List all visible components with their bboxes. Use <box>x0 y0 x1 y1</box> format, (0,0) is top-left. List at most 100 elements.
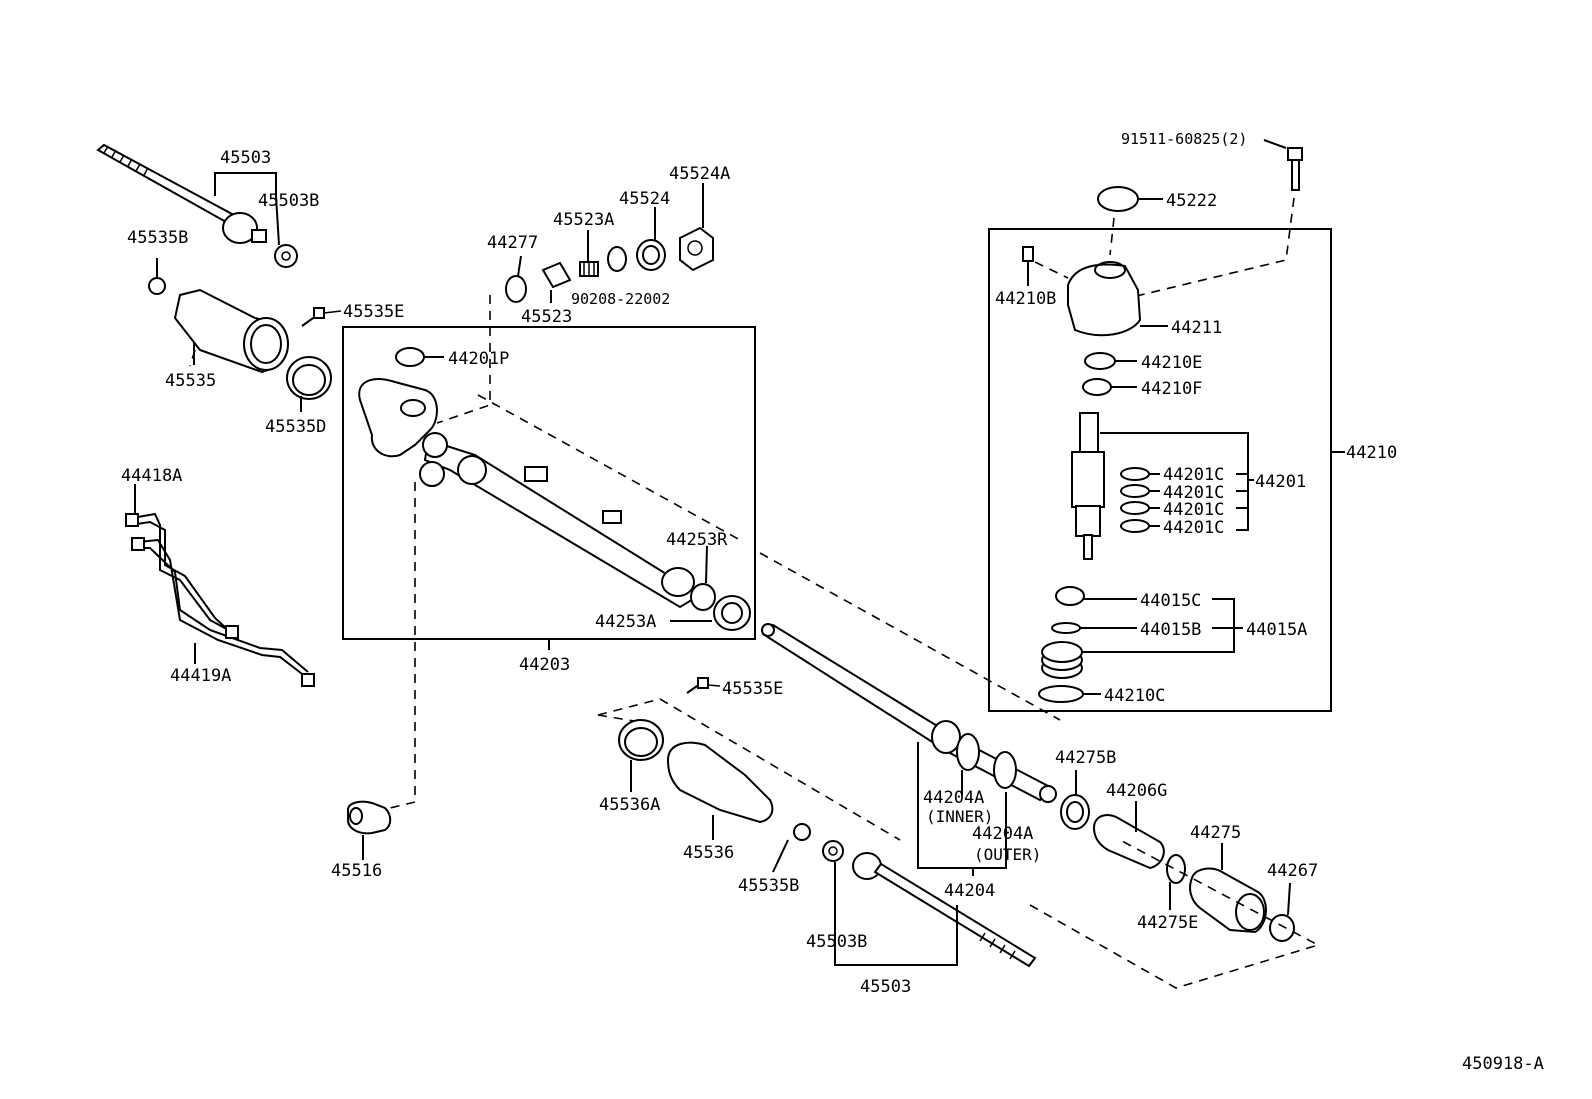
label-44275B[interactable]: 44275B <box>1055 748 1116 768</box>
label-45535B-top[interactable]: 45535B <box>127 228 188 248</box>
ring-44201C-4[interactable] <box>1120 519 1150 533</box>
seal-44275B[interactable] <box>1060 794 1090 830</box>
label-45536[interactable]: 45536 <box>683 843 734 863</box>
label-45535E-top[interactable]: 45535E <box>343 302 404 322</box>
adjuster-45524[interactable] <box>636 239 666 271</box>
label-45524[interactable]: 45524 <box>619 189 670 209</box>
clamp-45535B-top[interactable] <box>148 277 166 295</box>
ring-44201C-2[interactable] <box>1120 484 1150 498</box>
label-44275[interactable]: 44275 <box>1190 823 1241 843</box>
ring-44201C-1[interactable] <box>1120 467 1150 481</box>
seal-44253R[interactable] <box>690 583 716 611</box>
label-44201[interactable]: 44201 <box>1255 472 1306 492</box>
label-44267[interactable]: 44267 <box>1267 861 1318 881</box>
label-45535E-bottom[interactable]: 45535E <box>722 679 783 699</box>
label-45503B-bottom[interactable]: 45503B <box>806 932 867 952</box>
label-45535B-bottom[interactable]: 45535B <box>738 876 799 896</box>
label-44201C-1[interactable]: 44201C <box>1163 465 1224 485</box>
tie-rod-left-ball[interactable] <box>222 212 258 244</box>
label-44204A-outer[interactable]: 44204A <box>972 824 1033 844</box>
label-45503-bottom[interactable]: 45503 <box>860 977 911 997</box>
label-44206G[interactable]: 44206G <box>1106 781 1167 801</box>
oring-44015B[interactable] <box>1051 622 1081 634</box>
locknut-45524A[interactable] <box>679 226 714 272</box>
plug-44210B[interactable] <box>1022 246 1034 262</box>
label-44210F[interactable]: 44210F <box>1141 379 1202 399</box>
label-outer: (OUTER) <box>974 845 1041 864</box>
label-45503-top[interactable]: 45503 <box>220 148 271 168</box>
label-44015C[interactable]: 44015C <box>1140 591 1201 611</box>
housing-end-44275[interactable] <box>1189 867 1267 934</box>
clip-45535E-top[interactable] <box>301 307 342 327</box>
sleeve-44206G[interactable] <box>1092 814 1165 870</box>
label-44201C-2[interactable]: 44201C <box>1163 483 1224 503</box>
label-91511[interactable]: 91511-60825(2) <box>1121 130 1247 148</box>
lock-nut-45503B-top[interactable] <box>274 244 298 268</box>
housing-44203[interactable] <box>358 378 702 609</box>
cap-45222[interactable] <box>1097 186 1139 212</box>
bearing-44015A[interactable] <box>1041 641 1083 679</box>
tie-rod-left[interactable] <box>96 143 234 224</box>
bolt-91511[interactable] <box>1287 147 1303 191</box>
label-90208[interactable]: 90208-22002 <box>571 290 670 308</box>
assembly-line-bushing <box>389 482 416 809</box>
lock-nut-45503B-bottom[interactable] <box>822 840 844 862</box>
label-44203[interactable]: 44203 <box>519 655 570 675</box>
label-44419A[interactable]: 44419A <box>170 666 231 686</box>
rack-44204[interactable] <box>761 623 1057 803</box>
label-45523[interactable]: 45523 <box>521 307 572 327</box>
label-45503B-top[interactable]: 45503B <box>258 191 319 211</box>
spring-45523A[interactable] <box>579 261 599 277</box>
control-valve-44201[interactable] <box>1071 412 1105 560</box>
seal-44204A-outer[interactable] <box>993 751 1017 789</box>
label-45524A[interactable]: 45524A <box>669 164 730 184</box>
label-44204A-inner[interactable]: 44204A <box>923 788 984 808</box>
clip-45535E-bottom[interactable] <box>686 677 721 694</box>
oring-44210C[interactable] <box>1038 685 1084 703</box>
label-44201C-4[interactable]: 44201C <box>1163 518 1224 538</box>
valve-housing-44211[interactable] <box>1067 263 1142 337</box>
label-44253R[interactable]: 44253R <box>666 530 728 550</box>
washer-90208[interactable] <box>607 246 627 272</box>
bearing-44210F[interactable] <box>1082 378 1112 396</box>
label-45516[interactable]: 45516 <box>331 861 382 881</box>
clamp-45535B-bottom[interactable] <box>793 823 811 841</box>
label-44210[interactable]: 44210 <box>1346 443 1397 463</box>
label-44277[interactable]: 44277 <box>487 233 538 253</box>
label-44210E[interactable]: 44210E <box>1141 353 1202 373</box>
part-44277[interactable] <box>505 275 527 303</box>
ring-44201C-3[interactable] <box>1120 501 1150 515</box>
label-44201P[interactable]: 44201P <box>448 349 509 369</box>
label-44015A[interactable]: 44015A <box>1246 620 1307 640</box>
seal-44253A[interactable] <box>713 595 751 631</box>
tie-rod-right[interactable] <box>852 852 1037 968</box>
plug-44267[interactable] <box>1269 914 1295 942</box>
label-45536A[interactable]: 45536A <box>599 795 660 815</box>
label-44418A[interactable]: 44418A <box>121 466 182 486</box>
bushing-45516[interactable] <box>347 800 392 835</box>
clamp-45535D[interactable] <box>286 356 332 400</box>
seal-44210E[interactable] <box>1084 352 1116 370</box>
label-45535D[interactable]: 45535D <box>265 417 326 437</box>
boot-45536[interactable] <box>666 741 774 824</box>
valve-body-44210-box <box>988 228 1332 712</box>
label-44015B[interactable]: 44015B <box>1140 620 1201 640</box>
label-44211[interactable]: 44211 <box>1171 318 1222 338</box>
oring-44275E[interactable] <box>1166 854 1186 884</box>
label-44210C[interactable]: 44210C <box>1104 686 1165 706</box>
label-45222[interactable]: 45222 <box>1166 191 1217 211</box>
plug-44201P[interactable] <box>395 347 425 367</box>
label-45523A[interactable]: 45523A <box>553 210 614 230</box>
label-44210B[interactable]: 44210B <box>995 289 1056 309</box>
seal-44204A-inner[interactable] <box>956 733 980 771</box>
label-44204[interactable]: 44204 <box>944 881 995 901</box>
label-44253A[interactable]: 44253A <box>595 612 656 632</box>
seal-44015C[interactable] <box>1055 586 1085 606</box>
pipe-assembly[interactable] <box>125 512 315 687</box>
tie-rod-left-stud[interactable] <box>251 229 267 243</box>
label-45535[interactable]: 45535 <box>165 371 216 391</box>
clamp-45536A[interactable] <box>618 719 664 761</box>
label-44275E[interactable]: 44275E <box>1137 913 1198 933</box>
label-44201C-3[interactable]: 44201C <box>1163 500 1224 520</box>
part-45523[interactable] <box>541 261 572 289</box>
